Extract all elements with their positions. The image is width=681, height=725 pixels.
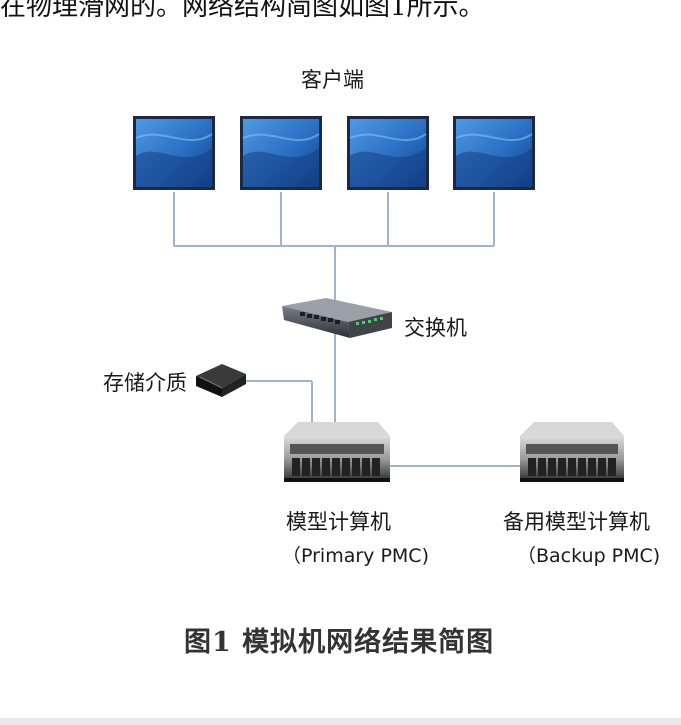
backup-server-sublabel: （Backup PMC) — [517, 545, 661, 567]
backup-server-label: 备用模型计算机 — [503, 510, 650, 534]
switch-label: 交换机 — [404, 316, 467, 340]
primary-server-sublabel: （Primary PMC) — [282, 545, 429, 567]
storage-drive-icon — [196, 364, 246, 397]
bottom-divider — [0, 718, 681, 725]
primary-server-icon — [284, 422, 390, 482]
figure-caption: 图1 模拟机网络结果简图 — [184, 627, 495, 658]
backup-server-icon — [520, 422, 624, 482]
client-monitor — [239, 115, 323, 191]
storage-label: 存储介质 — [103, 371, 187, 395]
clients-label: 客户端 — [301, 68, 364, 92]
connection-lines — [173, 192, 520, 467]
client-monitor — [452, 115, 536, 191]
client-monitor — [132, 115, 216, 191]
top-body-text: 在物理滑网的。网络结构简图如图1所示。 — [0, 0, 485, 22]
client-monitor — [346, 115, 430, 191]
switch-icon — [282, 298, 392, 338]
primary-server-label: 模型计算机 — [286, 510, 391, 534]
